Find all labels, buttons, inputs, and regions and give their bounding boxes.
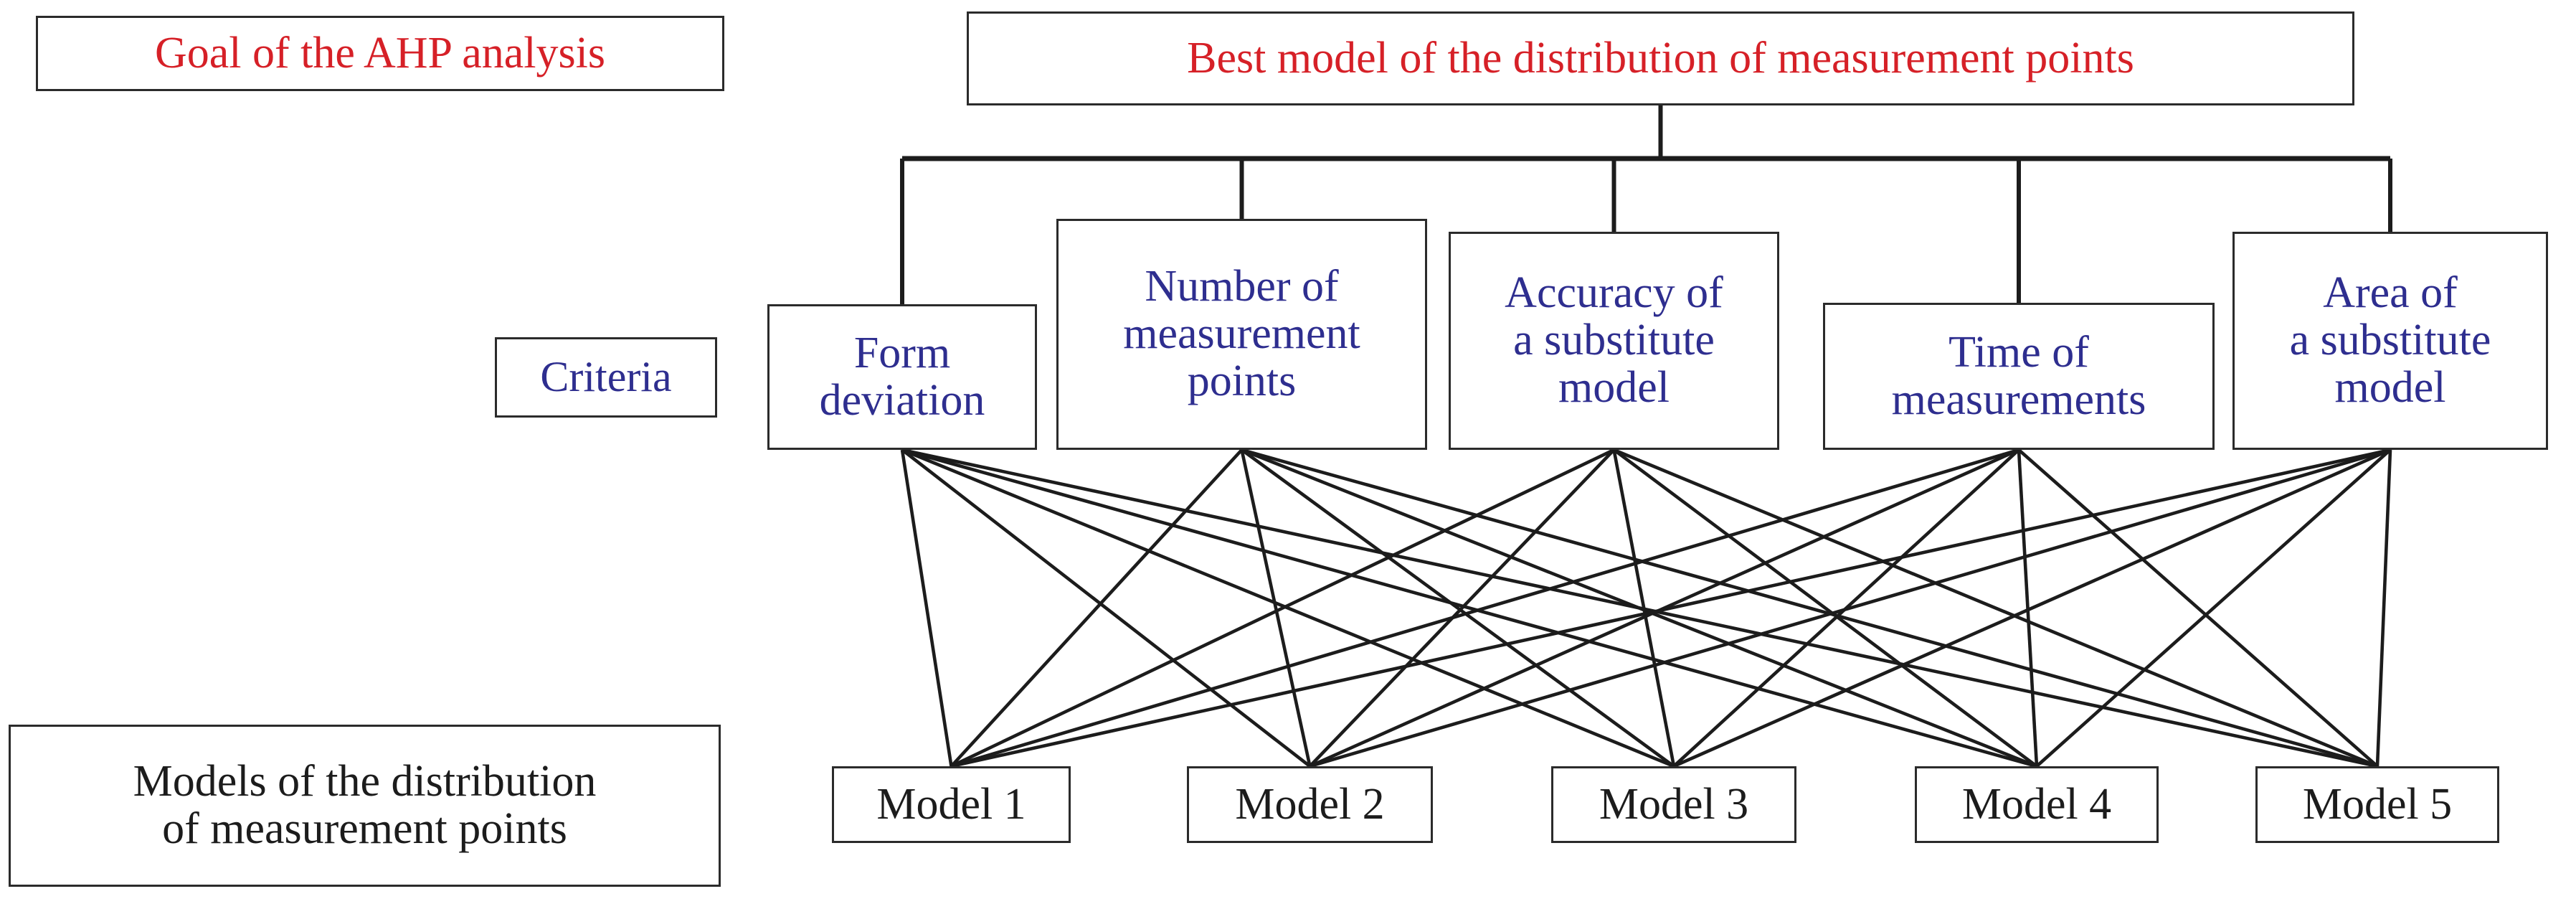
- goal-node-text: Best model of the distribution of measur…: [1187, 33, 2134, 83]
- connector-criterion-3-to-model-4: [1613, 448, 2038, 768]
- criteria-row-label: Criteria: [495, 337, 717, 418]
- connector-criterion-3-to-model-5: [1613, 448, 2378, 768]
- criteria-row-label-text: Criteria: [540, 353, 672, 401]
- criterion-time-of-measurements[interactable]: Time of measurements: [1823, 303, 2215, 450]
- alternative-model-1-text: Model 1: [876, 779, 1026, 829]
- alternative-model-1[interactable]: Model 1: [832, 766, 1071, 843]
- alternative-model-2[interactable]: Model 2: [1187, 766, 1433, 843]
- criterion-area-of-a-substitute-model-text: Area of a substitute model: [2289, 268, 2491, 412]
- connector-criterion-2-to-model-1: [950, 448, 1244, 768]
- criterion-form-deviation[interactable]: Form deviation: [767, 304, 1037, 450]
- connector-criterion-1-to-model-1: [900, 449, 953, 767]
- alternative-model-2-text: Model 2: [1235, 779, 1385, 829]
- connector-criterion-1-to-model-4: [901, 448, 2037, 768]
- connector-criterion-5-to-model-1: [951, 448, 2391, 768]
- connector-criterion-3-to-model-1: [950, 448, 1615, 768]
- criterion-accuracy-of-a-substitute-model-text: Accuracy of a substitute model: [1505, 268, 1723, 412]
- connector-criterion-2-to-model-3: [1241, 448, 1675, 768]
- goal-row-label: Goal of the AHP analysis: [36, 16, 724, 91]
- connector-criterion-4-to-model-4: [2017, 449, 2039, 767]
- criterion-area-of-a-substitute-model[interactable]: Area of a substitute model: [2232, 232, 2548, 450]
- connector-criterion-1-to-model-3: [901, 448, 1675, 768]
- alternative-model-4-text: Model 4: [1961, 779, 2112, 829]
- connector-criterion-1-to-model-2: [901, 448, 1311, 768]
- connector-criterion-4-to-model-5: [2017, 448, 2379, 768]
- criterion-number-of-measurement-points-text: Number of measurement points: [1123, 262, 1360, 405]
- connector-criterion-5-to-model-4: [2035, 448, 2392, 768]
- alternative-model-3[interactable]: Model 3: [1551, 766, 1796, 843]
- connector-criterion-2-to-model-5: [1241, 448, 2378, 768]
- alternative-model-5[interactable]: Model 5: [2255, 766, 2499, 843]
- criterion-form-deviation-text: Form deviation: [819, 328, 985, 425]
- connector-criterion-5-to-model-2: [1309, 448, 2391, 768]
- connector-criterion-2-to-model-2: [1240, 449, 1312, 767]
- models-row-label-text: Models of the distribution of measuremen…: [133, 757, 597, 853]
- alternative-model-3-text: Model 3: [1599, 779, 1749, 829]
- connector-criterion-3-to-model-2: [1308, 448, 1616, 768]
- alternative-model-5-text: Model 5: [2302, 779, 2453, 829]
- criterion-time-of-measurements-text: Time of measurements: [1891, 327, 2146, 424]
- goal-node[interactable]: Best model of the distribution of measur…: [967, 11, 2354, 105]
- connector-criterion-5-to-model-5: [2375, 449, 2392, 767]
- criterion-accuracy-of-a-substitute-model[interactable]: Accuracy of a substitute model: [1449, 232, 1779, 450]
- models-row-label: Models of the distribution of measuremen…: [9, 725, 721, 887]
- connector-criterion-1-to-model-5: [901, 448, 2378, 768]
- goal-row-label-text: Goal of the AHP analysis: [155, 28, 605, 77]
- connector-criterion-2-to-model-4: [1241, 448, 2037, 768]
- connector-criterion-4-to-model-1: [950, 448, 2019, 768]
- connector-criterion-4-to-model-2: [1309, 448, 2019, 768]
- criterion-number-of-measurement-points[interactable]: Number of measurement points: [1056, 219, 1427, 450]
- connector-criterion-5-to-model-3: [1673, 448, 2391, 768]
- connector-criterion-4-to-model-3: [1672, 448, 2020, 768]
- connector-criterion-3-to-model-3: [1612, 449, 1676, 767]
- alternative-model-4[interactable]: Model 4: [1915, 766, 2159, 843]
